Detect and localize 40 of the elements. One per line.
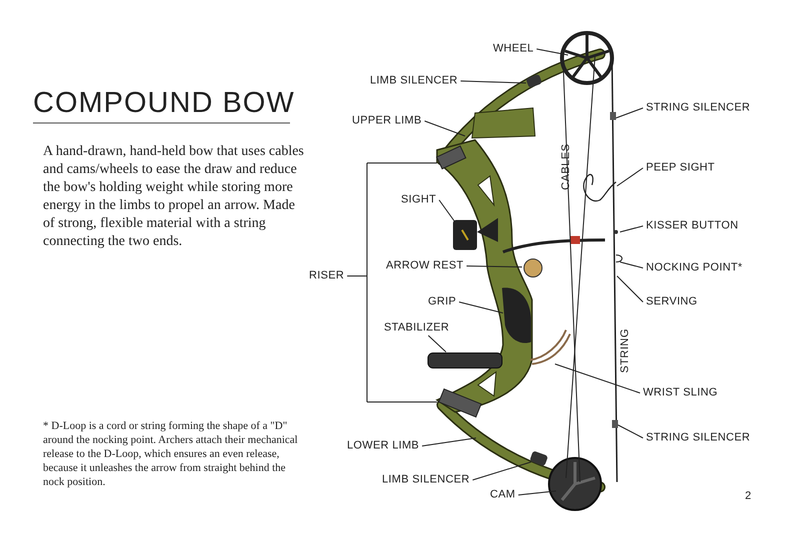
leader-line bbox=[518, 490, 556, 496]
part-label: RISER bbox=[309, 270, 344, 282]
leader-line bbox=[536, 48, 568, 56]
page-number: 2 bbox=[745, 490, 752, 503]
leader-line bbox=[458, 302, 504, 314]
footnote: * D-Loop is a cord or string forming the shape of a "D" around the nocking point. Archers attach their mechanical release to the D-Loop, which ensures an even release, because it unleashes the arrow from straight behind the nock position. bbox=[43, 419, 299, 489]
part-label: PEEP SIGHT bbox=[646, 162, 715, 174]
part-label: SERVING bbox=[646, 296, 698, 308]
string-label: STRING bbox=[619, 328, 631, 373]
leader-line bbox=[466, 266, 522, 268]
part-label: STRING SILENCER bbox=[646, 102, 750, 114]
leader-line bbox=[428, 335, 446, 352]
leader-line bbox=[616, 108, 644, 118]
part-label: ARROW REST bbox=[386, 260, 464, 272]
part-label: LIMB SILENCER bbox=[382, 474, 470, 486]
part-label: LOWER LIMB bbox=[347, 440, 420, 452]
leader-line bbox=[422, 438, 476, 446]
part-label: STRING SILENCER bbox=[646, 432, 750, 444]
description-paragraph: A hand-drawn, hand-held bow that uses cables and cams/wheels to ease the draw and reduce the bow's holding weight while storing more energy in the limbs to propel an arrow. Made of strong, flexible material with a string connecting the two ends. bbox=[43, 143, 305, 251]
leader-line bbox=[472, 462, 532, 480]
leader-line bbox=[438, 200, 456, 222]
leader-line bbox=[554, 364, 640, 394]
leader-line bbox=[620, 262, 644, 268]
leader-line bbox=[424, 120, 466, 136]
part-label: NOCKING POINT* bbox=[646, 262, 742, 274]
leader-line bbox=[620, 226, 644, 232]
part-label: WHEEL bbox=[493, 42, 534, 56]
part-label: STABILIZER bbox=[384, 322, 450, 334]
leader-line bbox=[618, 424, 644, 438]
part-label: SIGHT bbox=[401, 194, 436, 206]
leader-line bbox=[616, 276, 644, 302]
part-label: UPPER LIMB bbox=[352, 114, 422, 128]
part-label: LIMB SILENCER bbox=[370, 74, 458, 88]
part-label: CAM bbox=[490, 488, 516, 502]
title: COMPOUND BOW bbox=[33, 86, 295, 120]
part-label: GRIP bbox=[428, 296, 456, 308]
part-label: WRIST SLING bbox=[643, 386, 718, 400]
part-label: KISSER BUTTON bbox=[646, 220, 738, 232]
leader-line bbox=[460, 80, 526, 84]
leader-line bbox=[616, 168, 644, 186]
